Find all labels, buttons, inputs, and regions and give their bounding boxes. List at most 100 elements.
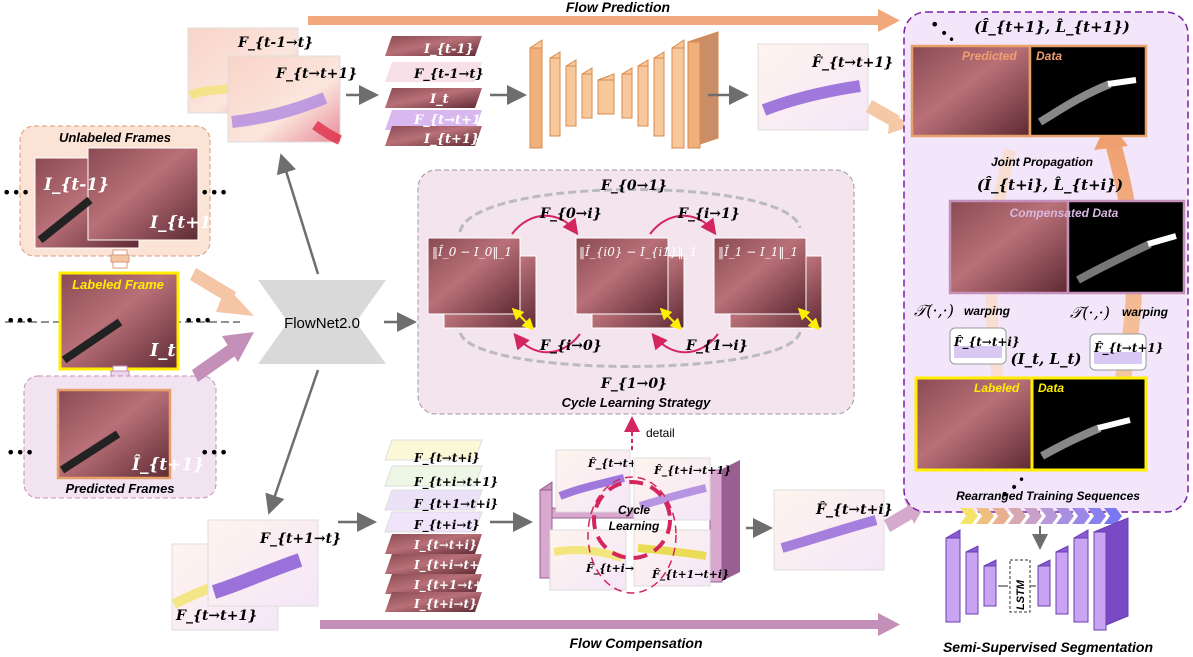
warp-label-left: warping — [964, 304, 1011, 318]
flow-i-0: F_{i→0} — [539, 338, 602, 354]
detail-label: detail — [646, 426, 675, 440]
arrow-predicted-to-flownet — [192, 342, 238, 382]
prediction-input-flows: F_{t-1→t} F_{t→t+1} — [187, 27, 357, 145]
compensation-output-flow: F̂_{t→t+i} — [773, 489, 893, 571]
cycle-top-flow: F_{0→1} — [600, 178, 667, 194]
loss-1: ‖Î_1 − I_1‖_1 — [718, 244, 798, 259]
ellipsis-right-top: ••• — [200, 183, 228, 202]
comp-stack-0: F_{t→t+i} — [413, 451, 480, 466]
stack-f-tm1-t: F_{t-1→t} — [413, 67, 484, 82]
comp-flow-tp1-t: F_{t+1→t} — [259, 531, 341, 547]
prediction-input-stack: I_{t-1} F_{t-1→t} I_t F_{t→t+1} I_{t+1} — [385, 36, 489, 147]
flow-label-tm1-t: F_{t-1→t} — [237, 35, 313, 51]
compensation-input-flows: F_{t→t+1} F_{t+1→t} — [171, 519, 341, 631]
flow-prediction-arrow — [308, 9, 900, 32]
svg-text:•: • — [1010, 480, 1018, 496]
predicted-data-label: Data — [1036, 49, 1062, 63]
cycle-learning-panel: Cycle Learning Strategy F_{0→1} F_{1→0} … — [417, 169, 855, 415]
warp-flow-left: F̂_{t→t+i} — [953, 334, 1020, 350]
svg-text:•: • — [940, 26, 948, 42]
cycle-title: Cycle Learning Strategy — [562, 395, 712, 410]
labeled-title: Labeled Frame — [72, 277, 164, 292]
flow-compensation-title: Flow Compensation — [570, 635, 703, 651]
arrow-flownet-to-prediction — [276, 153, 320, 275]
comp-stack-5: I_{t+i→t+1} — [413, 558, 495, 573]
svg-text:•: • — [948, 33, 955, 47]
ellipsis-left-top: ••• — [2, 183, 30, 202]
bottom-pair-label: (I_t, L_t) — [1010, 350, 1081, 368]
net-flow-2: F̂_{t+i→t} — [585, 562, 646, 576]
joint-propagation-panel: • • • (Î_{t+1}, L̂_{t+1}) Predicted Data… — [903, 11, 1189, 513]
loss-0: ‖Î_0 − I_0‖_1 — [432, 244, 512, 259]
predicted-frames-group: Î_{t+1} Predicted Frames ••• ••• — [6, 375, 228, 499]
segmentation-network — [945, 517, 1129, 631]
stack-f-t-tp1: F_{t→t+1} — [413, 113, 489, 128]
stack-i-tp1: I_{t+1} — [423, 132, 479, 147]
flow-prediction-unet — [529, 31, 719, 149]
rearranged-label: Rearranged Training Sequences — [956, 489, 1140, 503]
svg-text:•: • — [1018, 473, 1025, 487]
output-flow-label: F̂_{t→t+1} — [811, 53, 893, 71]
predicted-title: Predicted Frames — [65, 481, 174, 496]
warp-flow-right: F̂_{t→t+1} — [1093, 340, 1164, 356]
net-flow-0: F̂_{t→t+i} — [587, 457, 648, 471]
top-pair-label: (Î_{t+1}, L̂_{t+1}) — [974, 18, 1130, 36]
labeled-data-right: Data — [1038, 381, 1064, 395]
compensation-net: F̂_{t→t+i} F̂_{t+i→t+1} F̂_{t+i→t} F̂_{t… — [539, 449, 740, 594]
comp-stack-1: F_{t+i→t+1} — [413, 475, 498, 490]
unlabeled-frames-group: Unlabeled Frames I_{t-1} I_{t+1} ••• ••• — [2, 125, 228, 257]
unlabeled-title: Unlabeled Frames — [59, 130, 171, 145]
segmentation-title: Semi-Supervised Segmentation — [943, 639, 1153, 655]
net-flow-3: F̂_{t+1→t+i} — [651, 568, 729, 582]
mid-pair-label: (Î_{t+i}, L̂_{t+i}) — [977, 176, 1123, 194]
flownet-block: FlowNet2.0 — [258, 280, 386, 364]
svg-text:•: • — [1000, 485, 1009, 504]
cycle-bottom-flow: F_{1→0} — [600, 376, 667, 392]
labeled-frame-it: I_t — [149, 340, 176, 361]
ellipsis-left-bottom: ••• — [6, 443, 34, 462]
labeled-frame-group: Labeled Frame I_t ••• ••• — [5, 271, 240, 371]
labeled-data-left: Labeled — [974, 381, 1020, 395]
comp-output-label: F̂_{t→t+i} — [815, 500, 893, 518]
comp-flow-t-tp1: F_{t→t+1} — [175, 608, 257, 624]
warp-sym-right: 𝒯(·,·) — [1070, 303, 1110, 322]
loss-i: ‖Î_{i0} − I_{i1}‖_1 — [579, 244, 697, 259]
flow-label-t-tp1: F_{t→t+1} — [275, 66, 357, 82]
flow-i-1: F_{i→1} — [677, 206, 740, 222]
ellipsis-right-bottom: ••• — [200, 443, 228, 462]
unlabeled-frame-tp1: I_{t+1} — [149, 213, 222, 233]
unlabeled-frame-tm1: I_{t-1} — [43, 175, 109, 195]
cycle-center-label-1: Cycle — [618, 503, 650, 517]
compensation-stack: F_{t→t+i} F_{t+i→t+1} F_{t+1→t+i} F_{t+i… — [384, 439, 498, 612]
flow-1-i: F_{1→i} — [685, 338, 748, 354]
flow-prediction-title: Flow Prediction — [566, 0, 670, 15]
ellipsis-left-mid: ••• — [6, 311, 34, 330]
flownet-label: FlowNet2.0 — [284, 315, 360, 332]
predicted-label: Predicted — [962, 49, 1017, 63]
dots-top: • — [930, 15, 939, 34]
net-flow-1: F̂_{t+i→t+1} — [653, 464, 731, 478]
prediction-output-flow: F̂_{t→t+1} — [757, 43, 893, 131]
arrow-flownet-to-compensation — [265, 369, 320, 515]
predicted-frame-label: Î_{t+1} — [131, 454, 204, 475]
warp-sym-left: 𝒯(·,·) — [914, 301, 954, 320]
lstm-label: LSTM — [1015, 579, 1027, 610]
compensated-label: Compensated Data — [1010, 206, 1119, 220]
warp-label-right: warping — [1122, 305, 1169, 319]
cycle-center-label-2: Learning — [609, 519, 660, 533]
plus-icon-top — [110, 249, 130, 269]
chevron-conveyor — [960, 508, 1122, 524]
comp-stack-6: I_{t+1→t+i} — [413, 578, 495, 593]
comp-stack-7: I_{t+i→t} — [413, 597, 477, 612]
comp-stack-4: I_{t→t+i} — [413, 538, 477, 553]
stack-i-t: I_t — [429, 92, 449, 107]
comp-stack-3: F_{t+i→t} — [413, 518, 480, 533]
arrow-comp-to-joint — [884, 506, 914, 532]
ellipsis-right-mid: ••• — [184, 311, 212, 330]
joint-title: Joint Propagation — [991, 155, 1093, 169]
flow-compensation-arrow — [320, 613, 900, 636]
comp-stack-2: F_{t+1→t+i} — [413, 497, 498, 512]
stack-i-tm1: I_{t-1} — [423, 42, 474, 57]
flow-0-i: F_{0→i} — [539, 206, 602, 222]
